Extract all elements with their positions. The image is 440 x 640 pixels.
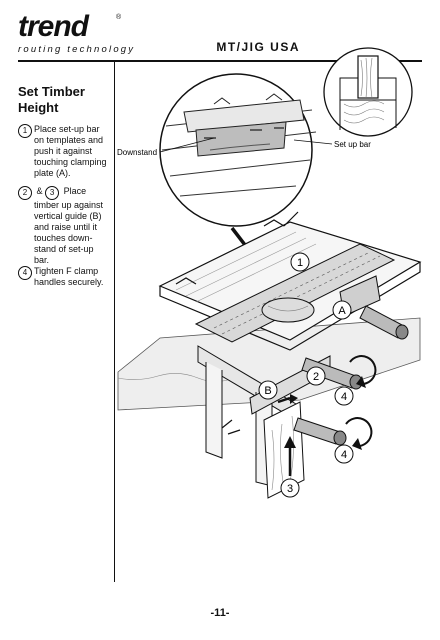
svg-text:A: A [338,305,346,317]
step-number: 3 [45,186,60,200]
header-rule [18,60,422,62]
marker-3: 3 [280,478,300,498]
rotate-arrow-lower-head [352,438,362,450]
arrow-b-head [290,394,298,404]
step-line: plate (A). [34,168,71,178]
step-joiner: & [36,186,43,196]
setup-bar-callout: Set up bar [334,140,371,149]
step-line: touching clamping [34,157,107,167]
svg-text:1: 1 [297,257,303,269]
section-title-line2: Height [18,100,59,115]
step-line: stand of set-up [34,244,94,254]
step-4: 4 Tighten F clamp handles securely. [18,266,103,288]
timber-inset [323,47,413,137]
page-number: -11- [210,607,230,619]
step-line: bar. [34,255,50,265]
jig-body [117,211,422,499]
rotate-arrow-upper [349,355,377,386]
arrow-3-head [284,436,296,448]
marker-4-upper: 4 [334,386,354,406]
step-number: 2 [18,186,32,200]
page-header-title: MT/JIG USA [216,40,300,54]
svg-text:B: B [264,385,271,397]
section-title: Set Timber Height [18,84,85,116]
step-line: on templates and [34,135,104,145]
magnified-detail [159,73,317,227]
svg-text:3: 3 [287,483,293,495]
registered-mark: ® [116,14,122,21]
column-divider [114,62,115,582]
step-line: Tighten F clamp [34,266,99,276]
marker-4-lower: 4 [334,444,354,464]
step-number: 1 [18,124,32,138]
rotate-arrow-upper-head [356,376,366,388]
arrow-b [277,396,291,404]
step-line: Place [63,186,87,196]
step-line: Place set-up bar [34,124,100,134]
step-number: 4 [18,266,32,280]
marker-2: 2 [306,366,326,386]
step-1: 1 Place set-up bar on templates and push… [18,124,107,179]
svg-text:4: 4 [341,449,347,461]
setup-bar-leader [293,139,333,145]
section-title-line1: Set Timber [18,84,85,99]
rotate-arrow-lower [345,417,373,448]
step-line: handles securely. [34,277,104,287]
svg-text:2: 2 [313,371,319,383]
brand-wordmark: trend [18,10,89,43]
step-line: timber up against [34,200,104,210]
marker-a: A [332,300,352,320]
step-line: push it against [34,146,93,156]
step-line: and raise until it [34,222,98,232]
brand-tagline: routing technology [18,44,136,55]
step-line: touches down- [34,233,93,243]
downstand-callout: Downstand [117,148,157,157]
trend-logo: trend ® routing technology [18,10,136,56]
marker-1: 1 [290,252,310,272]
step-2-3: 2 & 3 Place timber up against vertical g… [18,186,103,266]
marker-b: B [258,380,278,400]
svg-text:4: 4 [341,391,347,403]
step-line: vertical guide (B) [34,211,102,221]
downstand-leader [159,137,215,153]
